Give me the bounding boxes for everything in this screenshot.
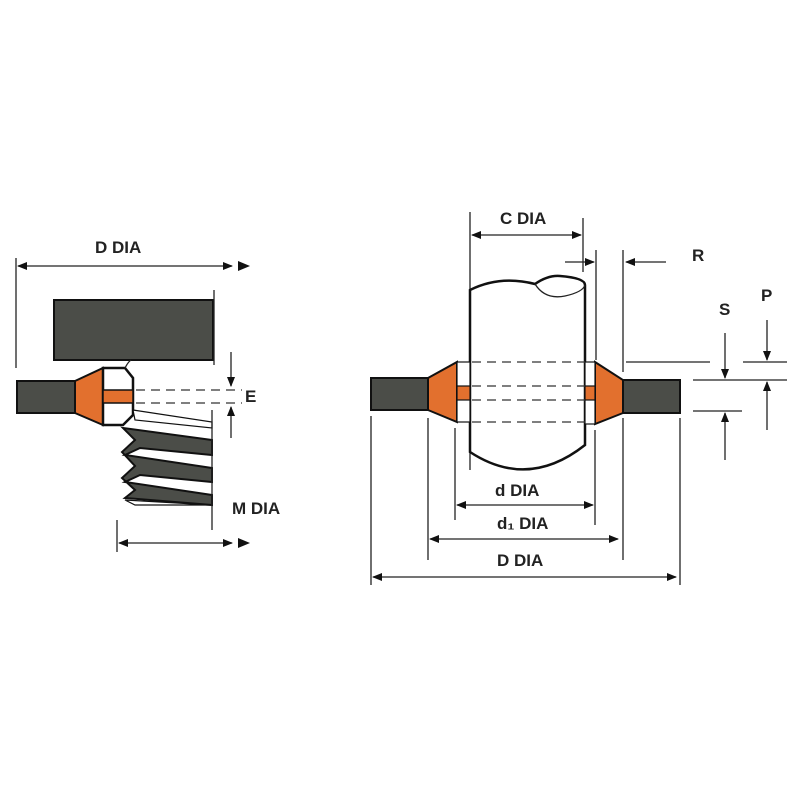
orange-slot xyxy=(102,389,134,404)
left-bar xyxy=(370,377,429,411)
d1-dia-label: d₁ DIA xyxy=(497,514,548,533)
d-dia-label: d DIA xyxy=(495,481,539,500)
s-label: S xyxy=(719,300,730,319)
left-slot xyxy=(456,385,471,401)
right-bar xyxy=(622,379,681,414)
left-orange-cone xyxy=(427,360,458,424)
shaft xyxy=(468,274,587,471)
orange-cone xyxy=(74,366,104,427)
big-d-dia-label: D DIA xyxy=(497,551,543,570)
right-diagram: C DIA R S P xyxy=(370,209,787,585)
arrowhead xyxy=(238,538,250,548)
e-label: E xyxy=(245,387,256,406)
left-d-dia-label: D DIA xyxy=(95,238,141,257)
c-dia-label: C DIA xyxy=(500,209,546,228)
worm-thread xyxy=(120,409,213,507)
right-slot xyxy=(584,385,596,401)
collar-fillet xyxy=(124,359,132,369)
right-orange-cone xyxy=(594,360,624,426)
m-dia-label: M DIA xyxy=(232,499,280,518)
left-diagram: D DIA E M DIA xyxy=(15,238,280,552)
r-label: R xyxy=(692,246,704,265)
left-bar xyxy=(16,380,76,414)
shaft-break xyxy=(534,283,586,298)
p-label: P xyxy=(761,286,772,305)
arrowhead xyxy=(238,261,250,271)
wheel-block xyxy=(53,299,214,361)
